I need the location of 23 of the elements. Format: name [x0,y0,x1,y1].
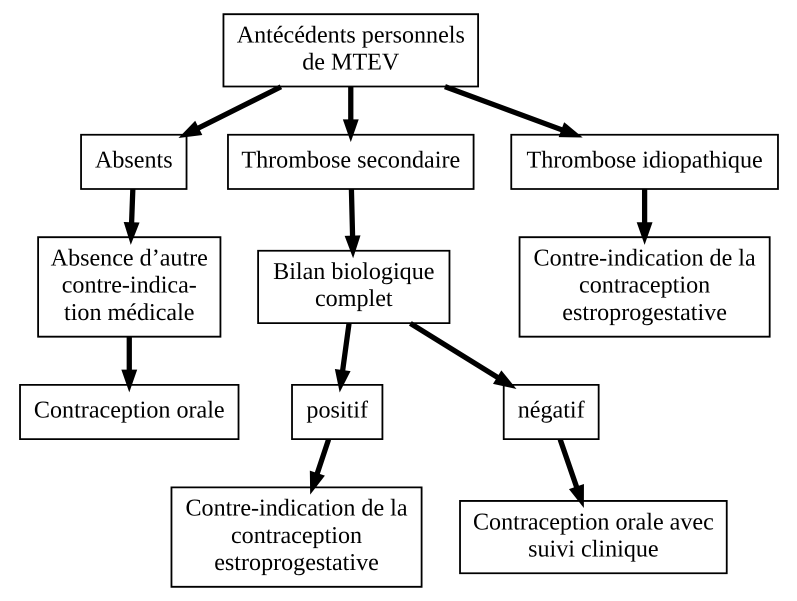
node-box: Thrombose secondaire [226,134,474,190]
node-box: Contraception orale [18,384,239,440]
arrow [557,438,584,508]
arrow [178,84,282,138]
arrow [123,189,140,245]
arrow [636,189,652,245]
node-box: Bilan biologique complet [256,250,450,324]
node-box: Contraception orale avec suivi clinique [458,500,728,574]
arrow [334,323,352,392]
node-box: Thrombose idiopathique [510,134,778,190]
arrow [408,321,516,390]
arrow [444,84,582,138]
node-box: Contre-indication de la contraception estroprogestative [170,486,422,588]
arrow [344,189,360,258]
arrow [342,86,358,142]
node-box: Absents [80,134,187,190]
arrow [120,336,137,392]
node-box: Contre-indication de la contraception estroprogestative [518,236,770,338]
node-box: Absence d’autre contre-indica- tion médicale [36,236,221,338]
node-box: Antécédents personnels de MTEV [222,13,479,88]
node-box: négatif [502,384,600,440]
arrow [309,438,331,495]
node-box: positif [290,384,383,440]
